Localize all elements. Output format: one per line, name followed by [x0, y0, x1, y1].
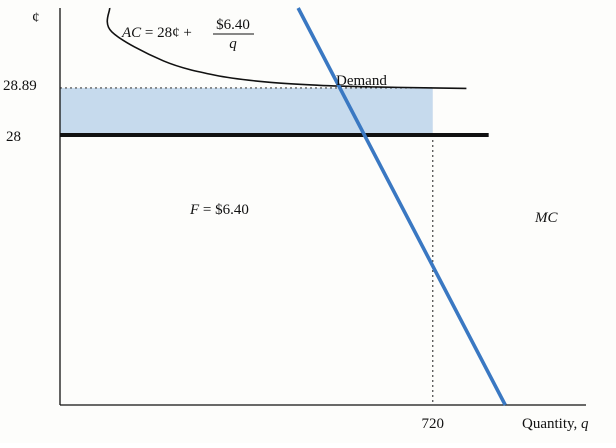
- ac-formula-denominator: q: [229, 36, 237, 52]
- mc-label: MC: [534, 210, 558, 226]
- x-tick-label-720: 720: [422, 416, 445, 432]
- ac-curve: [106, 7, 467, 90]
- ac-formula-numerator: $6.40: [216, 17, 250, 33]
- demand-label: Demand: [336, 73, 387, 89]
- y-tick-label-28-89: 28.89: [3, 78, 37, 94]
- ac-formula-label: AC = 28¢ + $6.40 q: [121, 17, 254, 52]
- y-tick-label-28: 28: [6, 129, 21, 145]
- x-axis-label: Quantity, q: [522, 416, 589, 432]
- y-axis-label: ¢: [32, 10, 40, 26]
- fixed-cost-label: F = $6.40: [189, 202, 249, 218]
- demand-line: [296, 7, 507, 406]
- fixed-cost-area: [60, 87, 433, 136]
- ac-formula-main: AC = 28¢ +: [121, 25, 192, 41]
